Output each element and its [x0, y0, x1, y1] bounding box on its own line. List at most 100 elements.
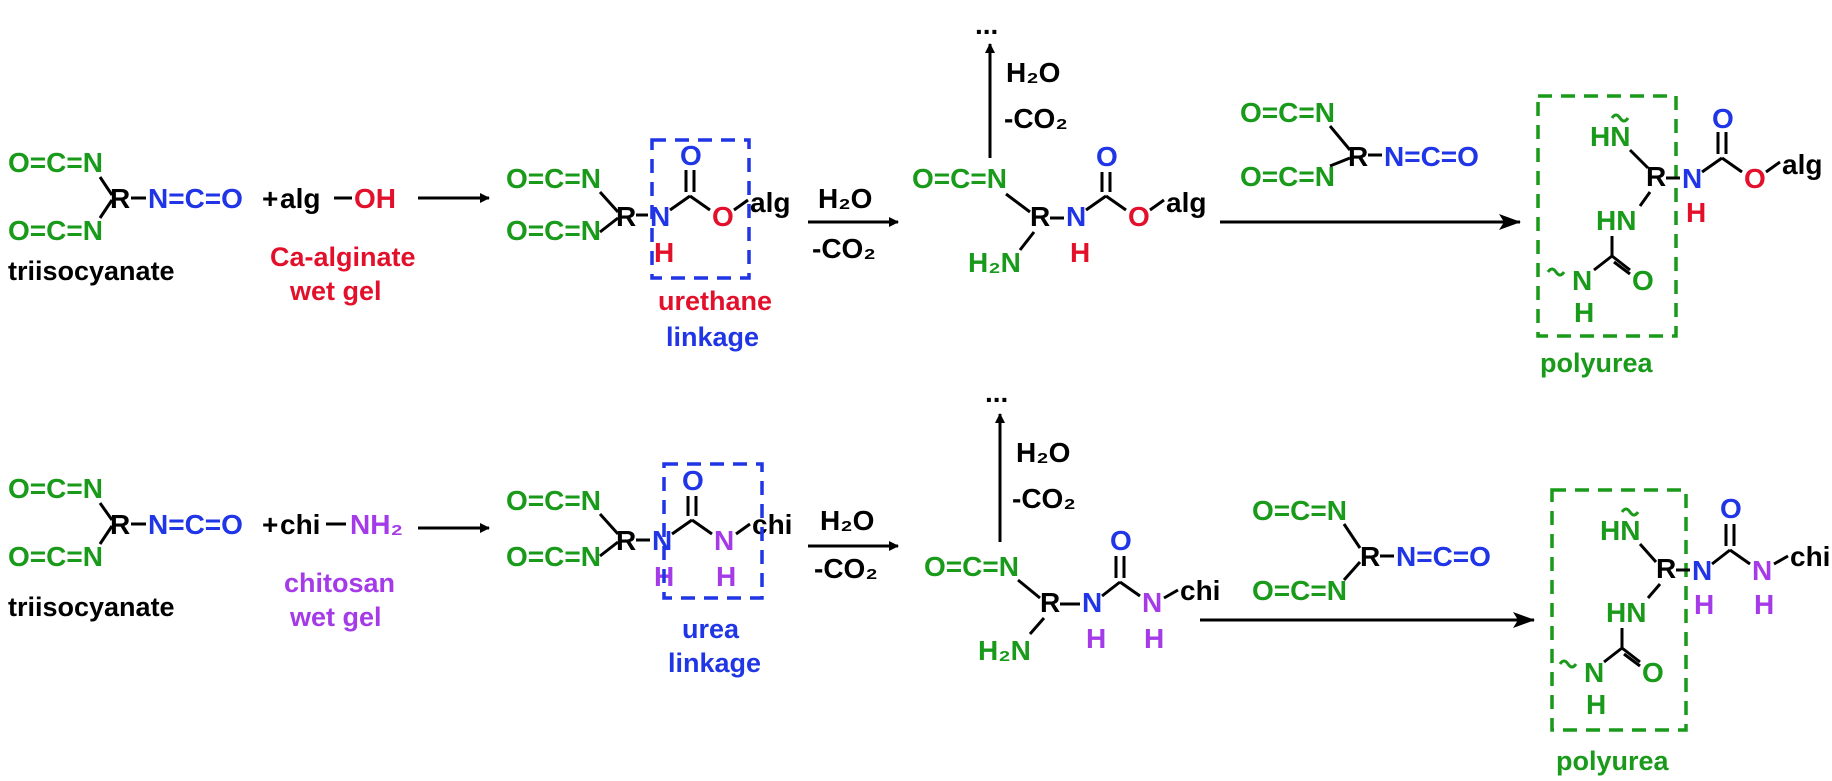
row1-polyurea-product: HN R HN O N H N H O O alg polyurea	[1536, 94, 1822, 378]
bond	[1765, 160, 1781, 174]
linkage-label: linkage	[666, 322, 759, 352]
r-group: R	[616, 525, 636, 556]
bond	[1342, 561, 1362, 581]
reagent-label: Ca-alginate	[270, 242, 416, 272]
chitosan-label: chi	[752, 509, 792, 540]
hydrogen-atom: H	[1144, 623, 1164, 654]
bond	[599, 540, 619, 558]
row1-triisocyanate-reagent: O=C=N O=C=N R N=C=O	[1220, 97, 1521, 230]
nitrogen-atom: N	[1142, 587, 1162, 618]
amine-group: HN	[1600, 515, 1640, 546]
amine-group: H₂N	[978, 635, 1031, 666]
wavy-bond	[1620, 507, 1640, 517]
product-label: polyurea	[1540, 348, 1654, 378]
hydrogen-atom: H	[1686, 197, 1706, 228]
nitrogen-atom: N	[1692, 555, 1712, 586]
isocyanate-group: O=C=N	[924, 551, 1019, 582]
oxygen-atom: O	[1744, 163, 1766, 194]
bond	[1701, 156, 1723, 174]
isocyanate-group: O=C=N	[1240, 97, 1335, 128]
co2-label: -CO₂	[814, 553, 878, 584]
row1-urethane-intermediate: O=C=N O=C=N R N H H O O alg urethane lin…	[506, 138, 790, 352]
polyurea-box	[1550, 488, 1688, 732]
r-group: R	[1646, 161, 1666, 192]
row1-triisocyanate-structure: O=C=N O=C=N R N=C=O triisocyanate	[8, 147, 243, 286]
plus-sign: +	[262, 509, 278, 540]
bond	[1028, 617, 1046, 635]
hydrogen-atom: H	[1754, 589, 1774, 620]
bond	[1105, 194, 1127, 212]
row2-urea-intermediate: O=C=N O=C=N R N H O N H chi urea linkage	[506, 462, 792, 678]
isocyanate-group: O=C=N	[8, 215, 103, 246]
reagent-label: wet gel	[289, 276, 382, 306]
nitrogen-atom: N	[1066, 201, 1086, 232]
hydroxyl-group: OH	[354, 183, 396, 214]
bond	[1119, 580, 1141, 598]
nitrogen-atom: N	[652, 525, 672, 556]
bond	[1017, 578, 1041, 600]
bond	[1729, 548, 1751, 566]
oxygen-atom: O	[682, 465, 704, 496]
isocyanate-group: N=C=O	[1384, 141, 1479, 172]
water-label: H₂O	[1016, 437, 1070, 468]
plus-sign: +	[262, 183, 278, 214]
row1-reaction: O=C=N O=C=N R N=C=O triisocyanate + alg …	[8, 9, 1822, 378]
isocyanate-group: O=C=N	[8, 473, 103, 504]
oxygen-atom: O	[712, 201, 734, 232]
isocyanate-group: O=C=N	[1240, 161, 1335, 192]
amine-group: NH₂	[350, 509, 403, 540]
bond	[1721, 156, 1743, 174]
bond	[98, 525, 114, 545]
urethane-linkage-box	[650, 138, 751, 280]
bond	[733, 198, 749, 212]
row2-amine-intermediate: ... H₂O -CO₂ O=C=N R H₂N N H O N H chi	[924, 377, 1220, 666]
bond	[598, 190, 620, 214]
bond	[1646, 583, 1662, 599]
bond	[1613, 260, 1631, 276]
bond	[1163, 588, 1179, 600]
wavy-bond	[1546, 267, 1566, 277]
wavy-bond	[1610, 113, 1630, 123]
co2-label: -CO₂	[812, 233, 876, 264]
oxygen-atom: O	[1720, 493, 1742, 524]
r-group: R	[110, 183, 130, 214]
isocyanate-group: O=C=N	[8, 541, 103, 572]
alginate-label: alg	[1166, 187, 1206, 218]
r-group: R	[1030, 201, 1050, 232]
isocyanate-group: O=C=N	[506, 215, 601, 246]
nitrogen-atom: N	[1752, 555, 1772, 586]
bond	[1628, 148, 1650, 170]
row2-triisocyanate-structure: O=C=N O=C=N R N=C=O triisocyanate	[8, 473, 243, 622]
nitrogen-atom: N	[1082, 587, 1102, 618]
oxygen-atom: O	[1712, 103, 1734, 134]
row2-reaction: O=C=N O=C=N R N=C=O triisocyanate + chi …	[8, 377, 1830, 776]
r-group: R	[1040, 587, 1060, 618]
r-group: R	[1360, 541, 1380, 572]
row1-reagent: + alg OH Ca-alginate wet gel	[262, 183, 416, 306]
bond	[1329, 156, 1351, 168]
isocyanate-group: N=C=O	[148, 183, 243, 214]
isocyanate-group: O=C=N	[1252, 575, 1347, 606]
wavy-bond	[1558, 659, 1578, 669]
co2-label: -CO₂	[1004, 103, 1068, 134]
row1-amine-intermediate: ... H₂O -CO₂ O=C=N R H₂N N H O O alg	[912, 9, 1206, 278]
chitosan-label: chi	[280, 509, 320, 540]
amine-group: HN	[1596, 205, 1636, 236]
isocyanate-group: O=C=N	[912, 163, 1007, 194]
amine-group: HN	[1590, 121, 1630, 152]
bond	[1149, 198, 1165, 212]
isocyanate-group: N=C=O	[148, 509, 243, 540]
bond	[735, 522, 751, 536]
oxygen-atom: O	[680, 140, 702, 171]
reagent-label: wet gel	[289, 602, 382, 632]
bond	[1711, 548, 1731, 566]
amine-group: H₂N	[968, 247, 1021, 278]
bond	[1638, 543, 1658, 563]
hydrogen-atom: H	[654, 237, 674, 268]
alginate-label: alg	[280, 183, 320, 214]
continuation-dots: ...	[985, 377, 1008, 408]
oxygen-atom: O	[1632, 265, 1654, 296]
bond	[1342, 523, 1362, 549]
row2-hydrolysis-step: H₂O -CO₂	[808, 505, 899, 584]
